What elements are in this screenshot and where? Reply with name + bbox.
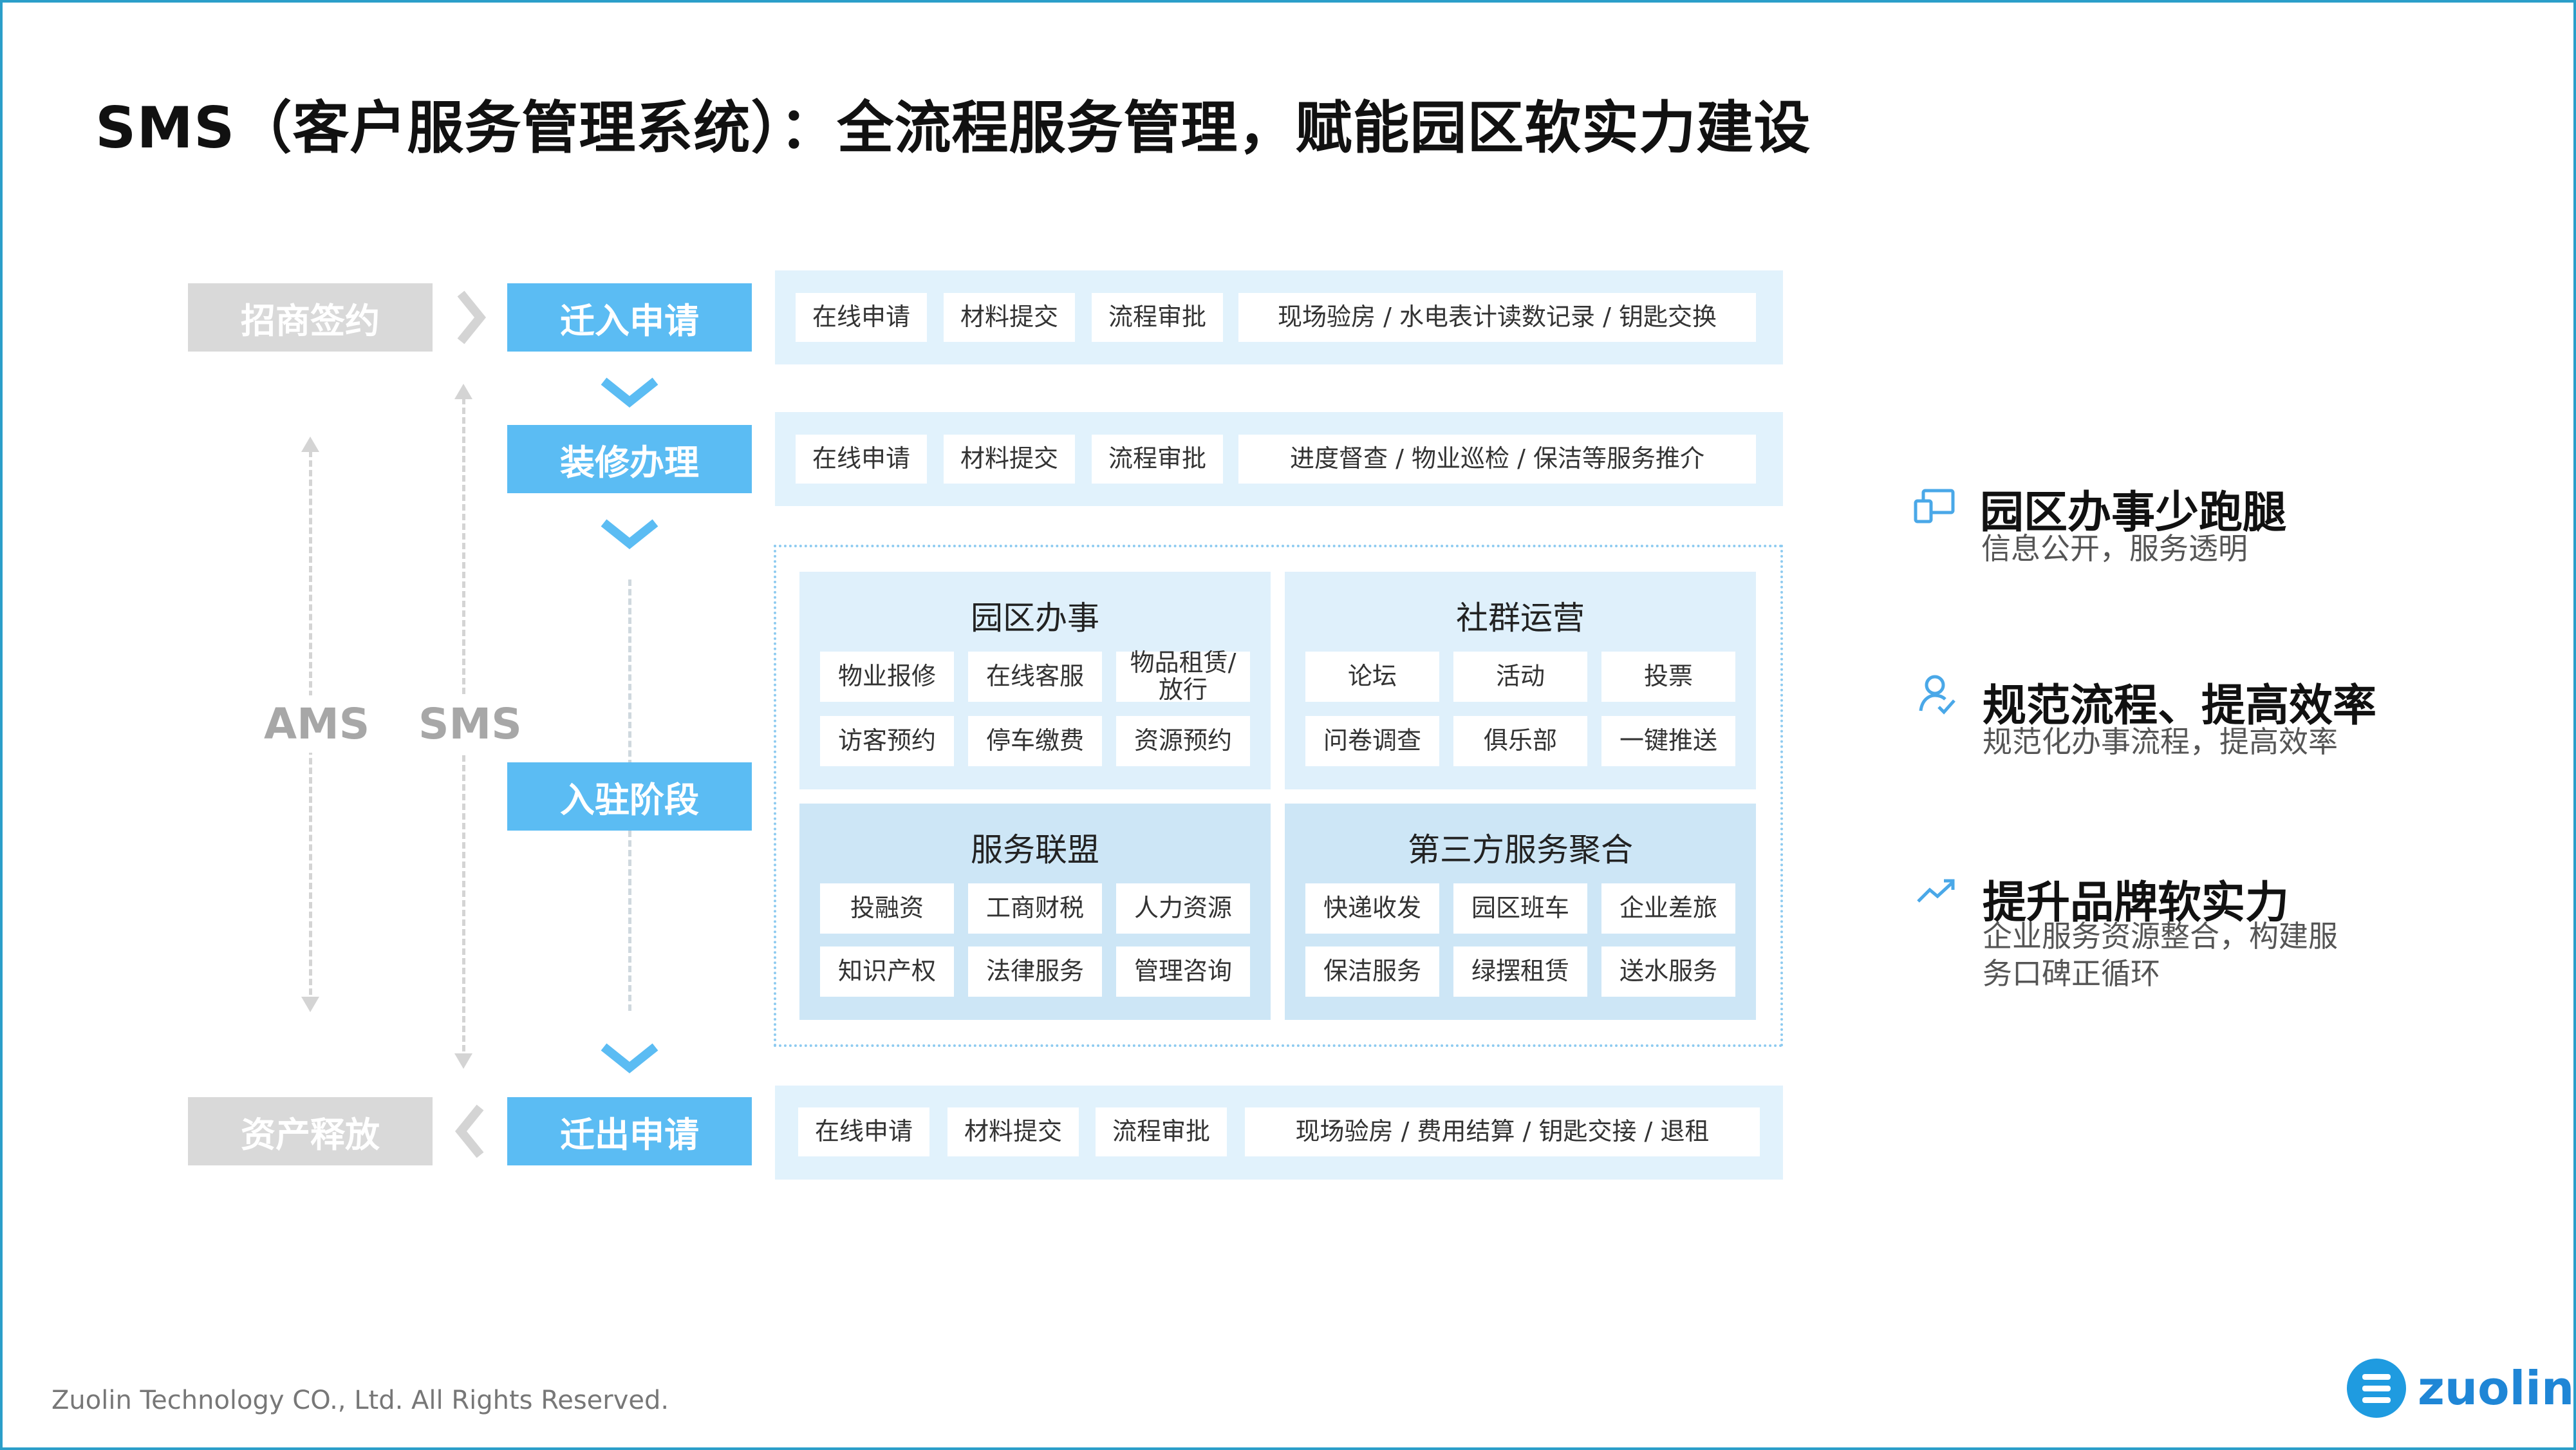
- tag: 流程审批: [1092, 293, 1223, 342]
- tag: 一键推送: [1601, 716, 1735, 766]
- tag: 人力资源: [1116, 883, 1250, 934]
- chevron-down-icon: [597, 1039, 662, 1080]
- footer-copyright: Zuolin Technology CO., Ltd. All Rights R…: [51, 1386, 669, 1415]
- tag: 在线申请: [798, 1107, 929, 1156]
- stage-move-in: 迁入申请: [507, 283, 752, 352]
- category-title: 服务联盟: [971, 831, 1099, 869]
- tag: 在线客服: [968, 652, 1102, 702]
- tag: 投融资: [820, 883, 954, 934]
- benefit-title: 提升品牌软实力: [1983, 878, 2290, 928]
- residence-services-panel: [774, 545, 1783, 1047]
- chevron-down-icon: [597, 373, 662, 415]
- tag: 资源预约: [1116, 716, 1250, 766]
- tag: 流程审批: [1092, 435, 1223, 484]
- stage-decoration: 装修办理: [507, 425, 752, 493]
- sms-arrow-down-icon: [454, 1053, 472, 1069]
- stage-residence: 入驻阶段: [507, 762, 752, 831]
- stage-dashed-top: [628, 579, 631, 766]
- tag: 俱乐部: [1453, 716, 1587, 766]
- tag-wide: 现场验房 / 水电表计读数记录 / 钥匙交换: [1238, 293, 1756, 342]
- category-title: 第三方服务聚合: [1408, 831, 1633, 869]
- chevron-left-icon: [449, 1096, 492, 1167]
- category-title: 社群运营: [1456, 599, 1585, 637]
- tag: 流程审批: [1096, 1107, 1227, 1156]
- tag: 投票: [1601, 652, 1735, 702]
- tag: 企业差旅: [1601, 883, 1735, 934]
- tag: 物品租赁/放行: [1116, 649, 1250, 703]
- tag: 物业报修: [820, 652, 954, 702]
- tag: 知识产权: [820, 946, 954, 997]
- stage-move-out: 迁出申请: [507, 1097, 752, 1165]
- contract-box: 招商签约: [188, 283, 433, 352]
- tag-wide: 现场验房 / 费用结算 / 钥匙交接 / 退租: [1245, 1107, 1760, 1156]
- ams-arrow-down-icon: [301, 997, 319, 1012]
- tag: 论坛: [1305, 652, 1439, 702]
- tag-wide: 进度督查 / 物业巡检 / 保洁等服务推介: [1238, 435, 1756, 484]
- benefit-title: 园区办事少跑腿: [1980, 487, 2287, 538]
- tag: 材料提交: [944, 435, 1075, 484]
- page-title: SMS（客户服务管理系统）：全流程服务管理，赋能园区软实力建设: [95, 95, 1811, 161]
- benefit-desc: 规范化办事流程，提高效率: [1983, 724, 2338, 759]
- tag: 送水服务: [1601, 946, 1735, 997]
- devices-icon: [1913, 488, 1955, 527]
- tag: 绿摆租赁: [1453, 946, 1587, 997]
- tag: 访客预约: [820, 716, 954, 766]
- zuolin-logo-icon: [2347, 1359, 2406, 1418]
- tag: 活动: [1453, 652, 1587, 702]
- user-check-icon: [1917, 673, 1957, 719]
- chevron-down-icon: [597, 515, 662, 556]
- logo-text: zuolin: [2418, 1361, 2575, 1415]
- ams-arrow-up-icon: [301, 437, 319, 452]
- stage-dashed-bottom: [628, 831, 631, 1011]
- trend-up-icon: [1916, 877, 1957, 908]
- tag: 在线申请: [796, 435, 927, 484]
- ams-label: AMS: [263, 695, 371, 753]
- tag: 法律服务: [968, 946, 1102, 997]
- tag: 保洁服务: [1305, 946, 1439, 997]
- chevron-right-icon: [449, 282, 492, 353]
- benefit-title: 规范流程、提高效率: [1983, 681, 2377, 731]
- sms-arrow-up-icon: [454, 384, 472, 399]
- tag: 快递收发: [1305, 883, 1439, 934]
- tag: 园区班车: [1453, 883, 1587, 934]
- tag: 材料提交: [944, 293, 1075, 342]
- tag: 停车缴费: [968, 716, 1102, 766]
- asset-release-box: 资产释放: [188, 1097, 433, 1165]
- benefit-desc: 信息公开，服务透明: [1981, 531, 2248, 566]
- tag: 工商财税: [968, 883, 1102, 934]
- tag: 材料提交: [947, 1107, 1079, 1156]
- tag: 在线申请: [796, 293, 927, 342]
- zuolin-logo: zuolin: [2344, 1356, 2574, 1420]
- benefit-desc: 企业服务资源整合，构建服务口碑正循环: [1983, 919, 2338, 991]
- sms-label: SMS: [417, 695, 523, 753]
- tag: 管理咨询: [1116, 946, 1250, 997]
- category-title: 园区办事: [971, 599, 1099, 637]
- tag: 问卷调查: [1305, 716, 1439, 766]
